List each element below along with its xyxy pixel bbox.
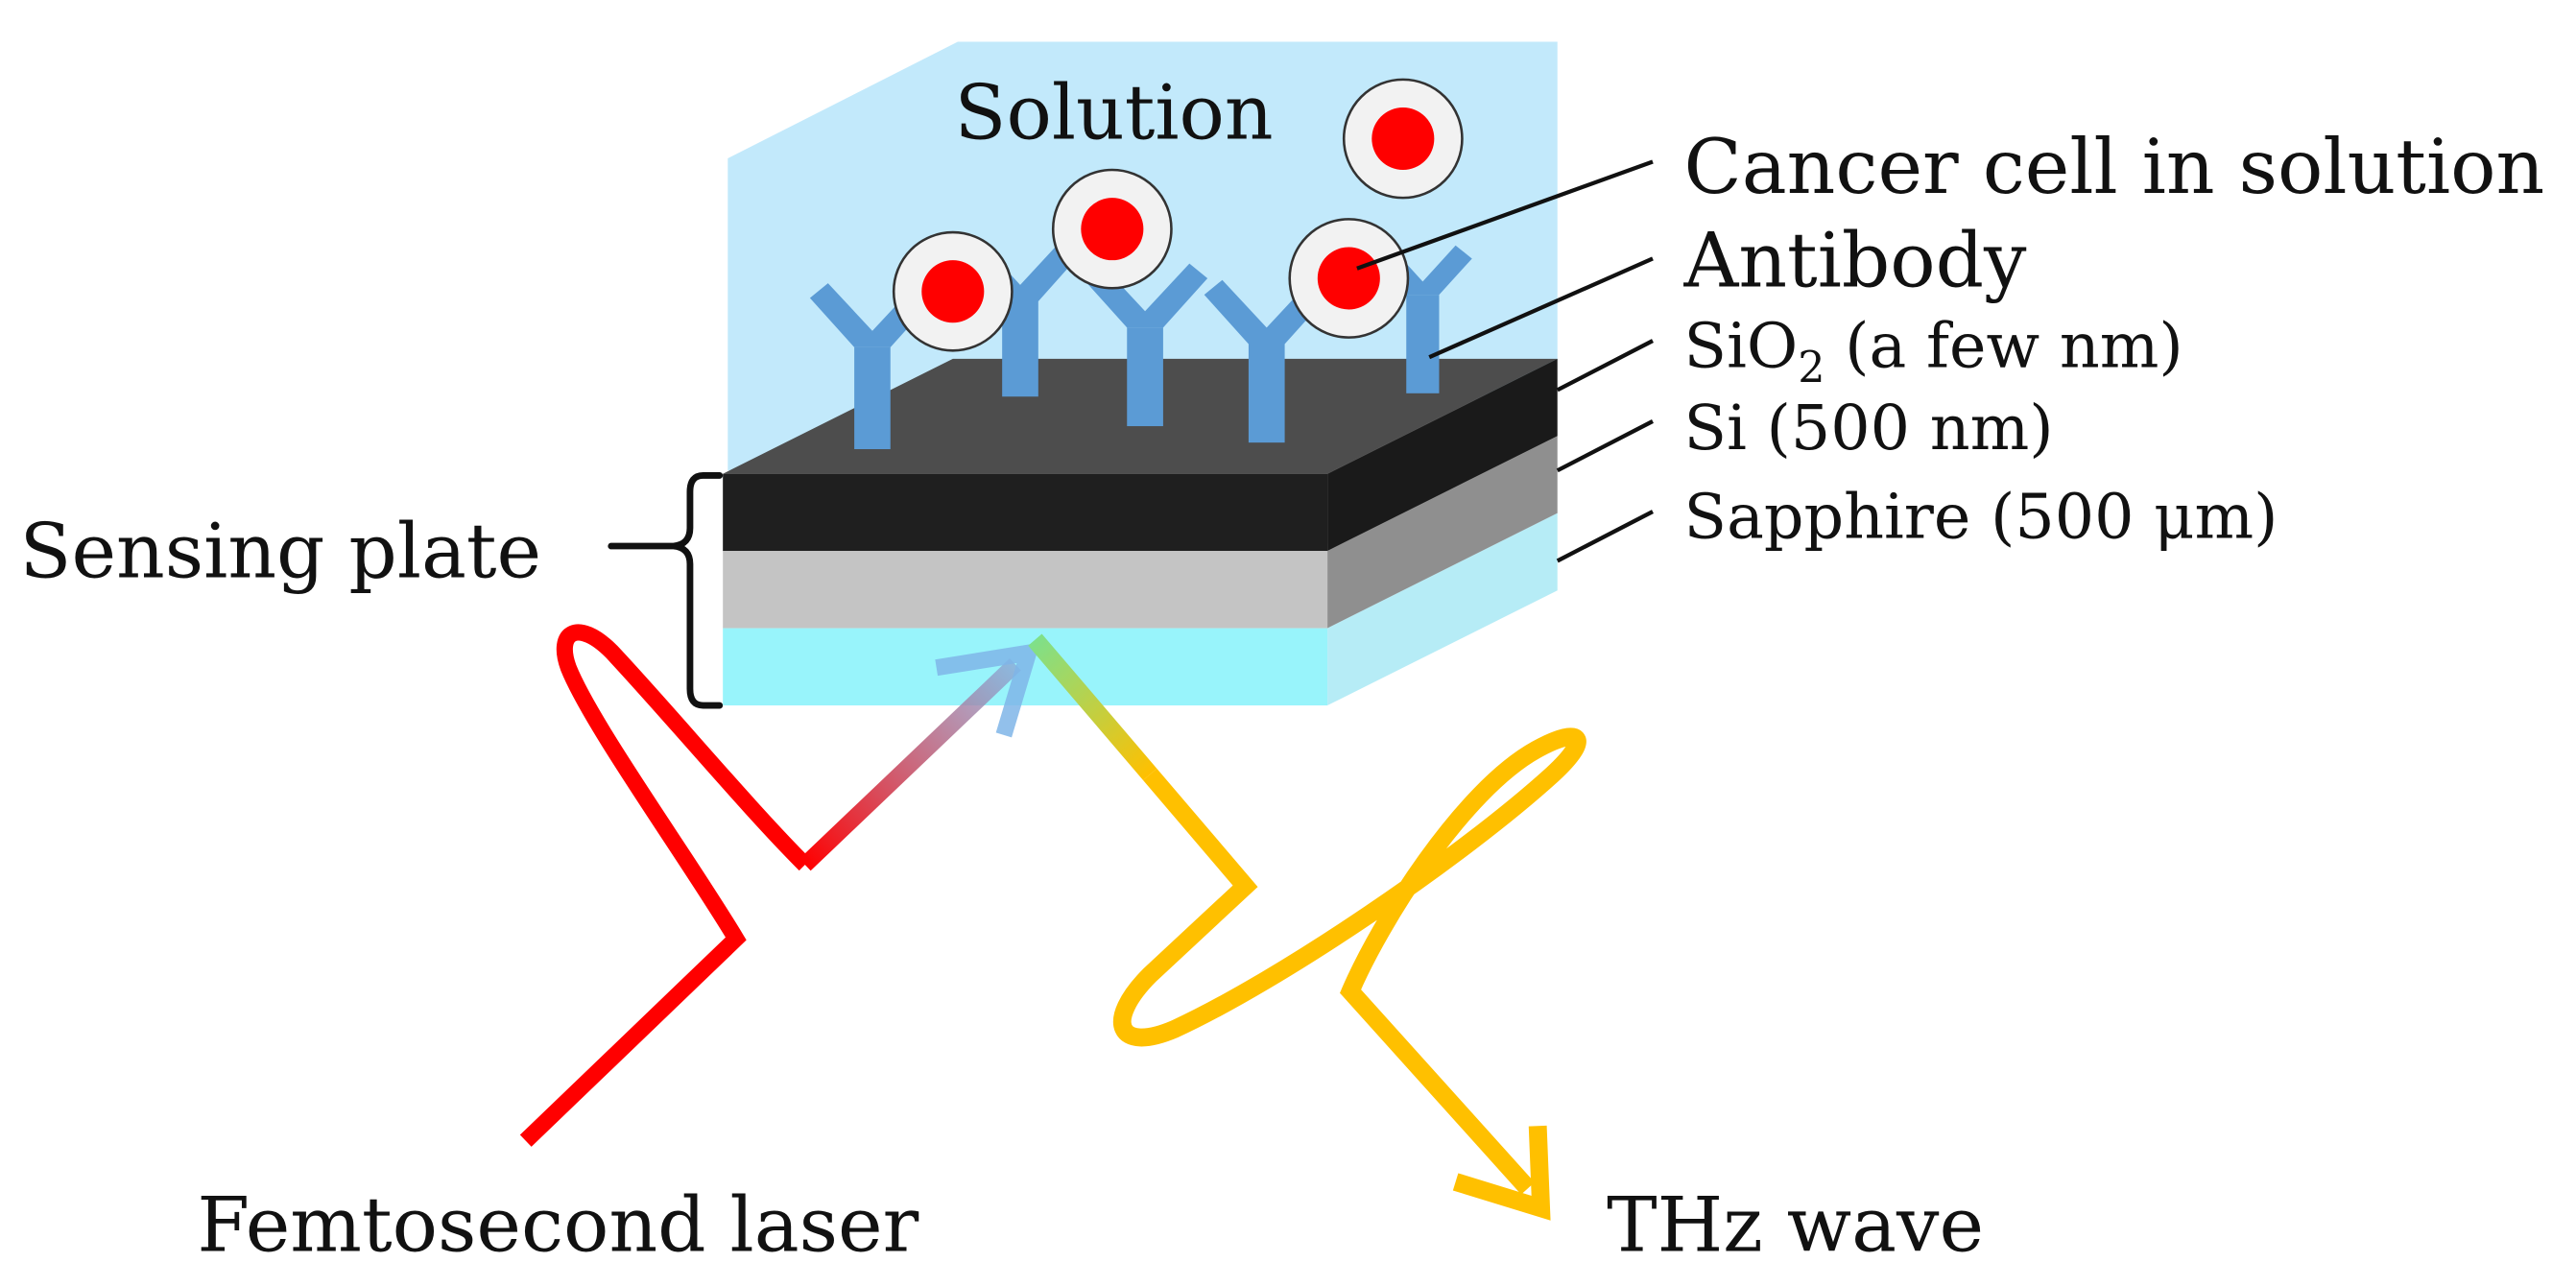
sio2-label-subscript: 2: [1798, 344, 1825, 393]
sensing-plate-stack: [723, 358, 1558, 706]
leader-lines: [1356, 159, 1654, 563]
cancer-cell: [1288, 218, 1410, 339]
antibody-label: Antibody: [1683, 217, 2028, 305]
leader-si: [1556, 419, 1654, 473]
laser-arrow-head: [935, 642, 1040, 738]
sio2-front-face: [723, 473, 1328, 552]
sio2-label-suffix: (a few nm): [1825, 310, 2183, 382]
laser-path: [519, 624, 811, 1147]
sio2-label-prefix: SiO: [1684, 310, 1799, 382]
sensing-plate-bracket: [608, 471, 724, 709]
si-side-face: [1327, 436, 1558, 629]
thz-wave-beam: [1028, 633, 1586, 1221]
sapphire-side-face: [1327, 512, 1558, 706]
femtosecond-laser-label: Femtosecond laser: [197, 1180, 918, 1269]
cancer-cell-label: Cancer cell in solution: [1684, 123, 2545, 211]
femtosecond-laser-beam: [519, 624, 1040, 1147]
sensing-plate-label: Sensing plate: [20, 508, 542, 596]
sio2-side-face: [1327, 358, 1558, 552]
leader-antibody: [1428, 256, 1654, 360]
thz-path: [1112, 727, 1586, 1195]
si-label: Si (500 nm): [1684, 393, 2054, 464]
laser-arrow-shaft: [799, 658, 1021, 871]
antibody: [1083, 263, 1208, 427]
thz-path-start: [1028, 633, 1157, 781]
thz-wave-label: THz wave: [1607, 1180, 1984, 1269]
thz-arrow-head: [1452, 1125, 1551, 1221]
leader-cancer-cell: [1356, 159, 1654, 271]
leader-sio2: [1556, 339, 1654, 393]
solution-label: Solution: [955, 68, 1274, 156]
cancer-cells: [892, 78, 1464, 352]
sio2-label: SiO2 (a few nm): [1684, 310, 2183, 392]
sapphire-label: Sapphire (500 μm): [1684, 481, 2278, 553]
cancer-cell: [1342, 78, 1464, 200]
si-front-face: [723, 551, 1328, 629]
cancer-cell: [1051, 168, 1173, 290]
leader-sapphire: [1556, 510, 1654, 563]
cancer-cell: [892, 230, 1014, 352]
